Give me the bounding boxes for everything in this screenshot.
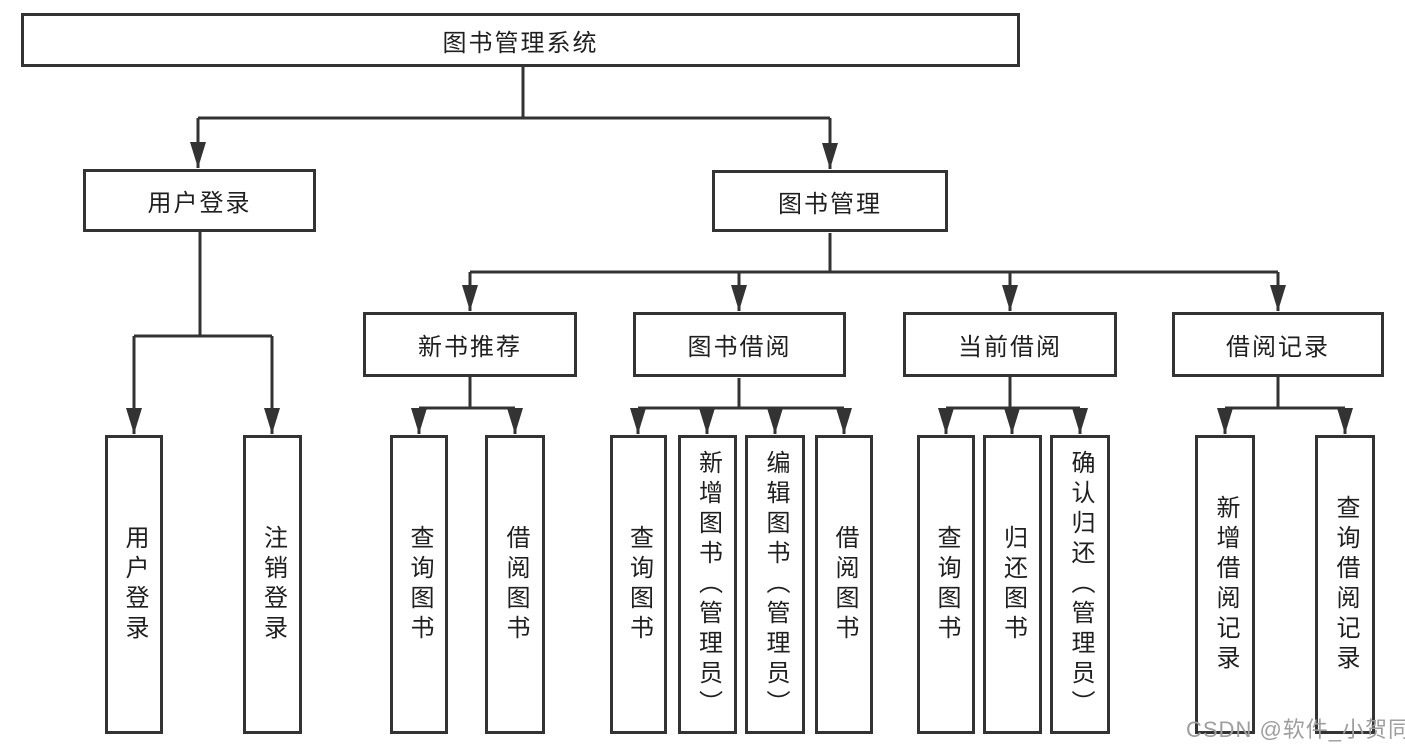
leaf-borrow-query-books: 查询图书 [610, 435, 667, 734]
node-user-login-label: 用户登录 [147, 190, 252, 217]
leaf-newbook-borrow-books: 借阅图书 [485, 435, 545, 734]
leaf-user-login: 用户登录 [105, 435, 163, 734]
leaf-newbook-query-books-label: 查询图书 [406, 524, 433, 645]
leaf-borrow-borrow-books: 借阅图书 [815, 435, 873, 734]
node-book-management-label: 图书管理 [778, 190, 882, 218]
leaf-newbook-query-books: 查询图书 [390, 435, 448, 734]
leaf-logout-login-label: 注销登录 [259, 524, 287, 645]
connector-root [198, 67, 830, 120]
node-new-book-recommend-label: 新书推荐 [418, 334, 522, 361]
leaf-current-return-books: 归还图书 [983, 435, 1042, 734]
leaf-record-add-borrow-record: 新增借阅记录 [1195, 435, 1255, 734]
connector-book-management [470, 233, 1278, 274]
node-root-system-label: 图书管理系统 [442, 29, 599, 57]
leaf-borrow-query-books-label: 查询图书 [625, 524, 653, 645]
leaf-borrow-edit-books-admin: 编辑图书（管理员） [745, 435, 805, 734]
node-book-management: 图书管理 [712, 170, 948, 232]
node-user-login: 用户登录 [83, 169, 316, 232]
leaf-borrow-borrow-books-label: 借阅图书 [831, 524, 858, 645]
leaf-borrow-add-books-admin: 新增图书（管理员） [678, 435, 737, 734]
connector-book-borrow [638, 378, 844, 410]
leaf-logout-login: 注销登录 [243, 435, 302, 734]
connector-borrow-record [1225, 377, 1345, 410]
leaf-current-query-books-label: 查询图书 [933, 524, 960, 645]
node-current-borrow: 当前借阅 [903, 312, 1117, 377]
leaf-current-query-books: 查询图书 [917, 435, 975, 734]
leaf-record-query-borrow-record-label: 查询借阅记录 [1332, 494, 1359, 675]
leaf-borrow-add-books-admin-label: 新增图书（管理员） [694, 449, 722, 720]
connector-user-login [134, 232, 272, 338]
connector-current-borrow [946, 377, 1080, 410]
node-book-borrow: 图书借阅 [633, 312, 846, 377]
node-borrow-record: 借阅记录 [1172, 312, 1384, 377]
node-book-borrow-label: 图书借阅 [687, 334, 792, 361]
leaf-record-query-borrow-record: 查询借阅记录 [1315, 435, 1375, 734]
node-root-system: 图书管理系统 [21, 13, 1020, 67]
watermark: CSDN @软件_小贺同学 [1186, 717, 1405, 742]
leaf-current-return-books-label: 归还图书 [999, 524, 1027, 645]
leaf-current-confirm-return-admin-label: 确认归还（管理员） [1067, 449, 1094, 720]
node-borrow-record-label: 借阅记录 [1226, 334, 1330, 361]
node-current-borrow-label: 当前借阅 [958, 334, 1062, 361]
leaf-borrow-edit-books-admin-label: 编辑图书（管理员） [762, 449, 789, 720]
node-new-book-recommend: 新书推荐 [363, 312, 577, 377]
connector-new-book [419, 377, 515, 410]
leaf-newbook-borrow-books-label: 借阅图书 [502, 524, 529, 645]
leaf-current-confirm-return-admin: 确认归还（管理员） [1050, 435, 1110, 734]
leaf-record-add-borrow-record-label: 新增借阅记录 [1212, 494, 1239, 675]
leaf-user-login-label: 用户登录 [121, 524, 148, 645]
